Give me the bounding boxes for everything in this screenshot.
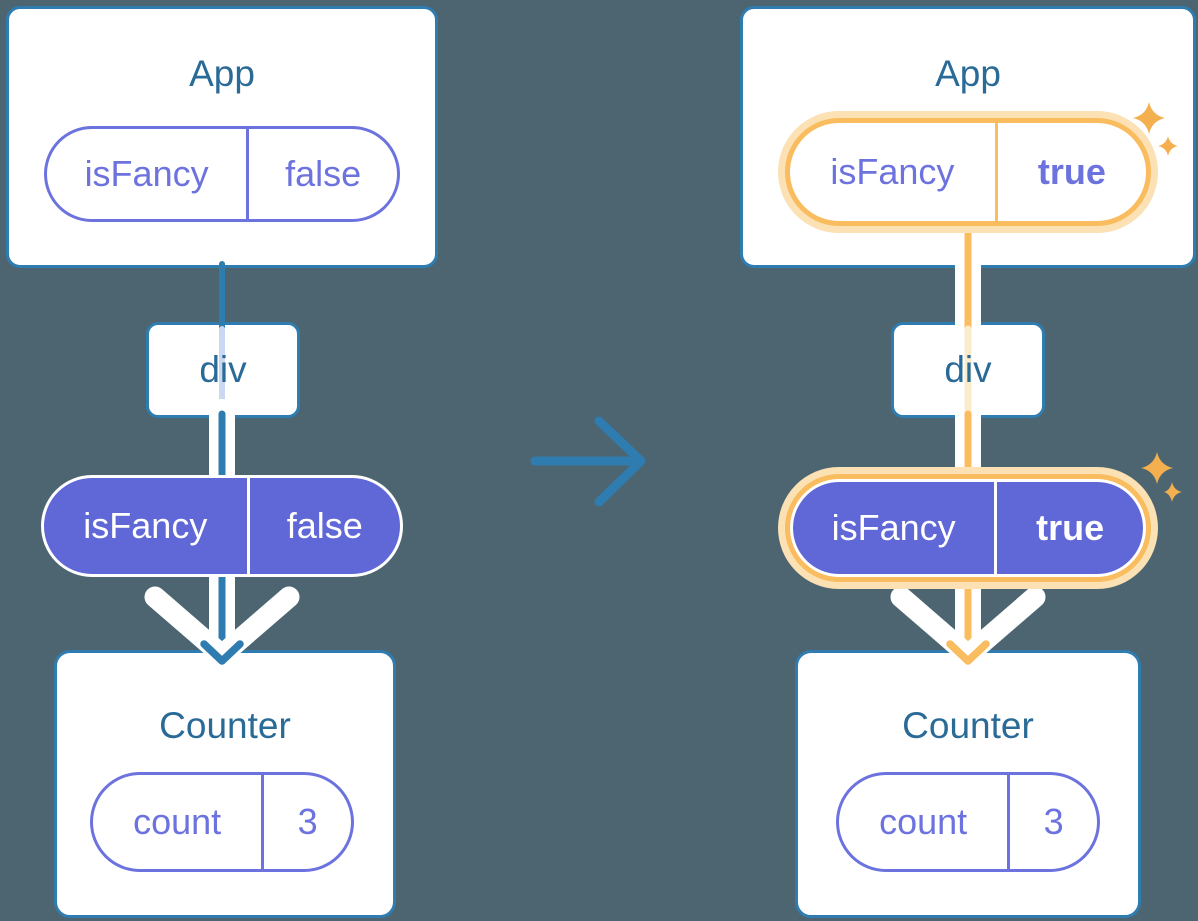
passed-prop-pill-left: isFancy false [41,475,403,577]
counter-title-right: Counter [902,705,1034,746]
app-title-left: App [189,53,255,94]
sparkle-large-icon [1141,452,1173,484]
state-pill-counter-right: count 3 [836,772,1100,872]
pill-name: isFancy [830,151,955,192]
prop-pill-app-left: isFancy false [44,126,400,222]
passed-prop-pill-right: isFancy true [785,474,1151,582]
div-label-right: div [944,349,992,390]
pill-value: true [994,482,1143,574]
pill-value: false [246,129,397,219]
prop-pill-app-right: isFancy true [785,118,1151,226]
right-arrow-icon [530,416,646,507]
pill-name: count [879,801,968,842]
white-chevron-left [144,586,300,666]
div-label-left: div [199,349,247,390]
pill-body: isFancy true [793,482,1143,574]
pill-value: 3 [1007,775,1097,869]
sparkle-small-icon [1164,482,1182,502]
pill-value: true [994,123,1146,221]
pill-value: false [246,478,400,574]
pill-name: count [133,801,222,842]
pill-value: 3 [261,775,351,869]
pill-name: isFancy [84,153,209,194]
prop-flow-right [890,217,1046,666]
app-title-right: App [935,53,1001,94]
counter-title-left: Counter [159,705,291,746]
white-chevron-right [890,586,1046,666]
div-box-right: div [891,322,1045,418]
state-pill-counter-left: count 3 [90,772,354,872]
pill-name: isFancy [83,505,208,546]
div-box-left: div [146,322,300,418]
pill-name: isFancy [831,507,956,548]
